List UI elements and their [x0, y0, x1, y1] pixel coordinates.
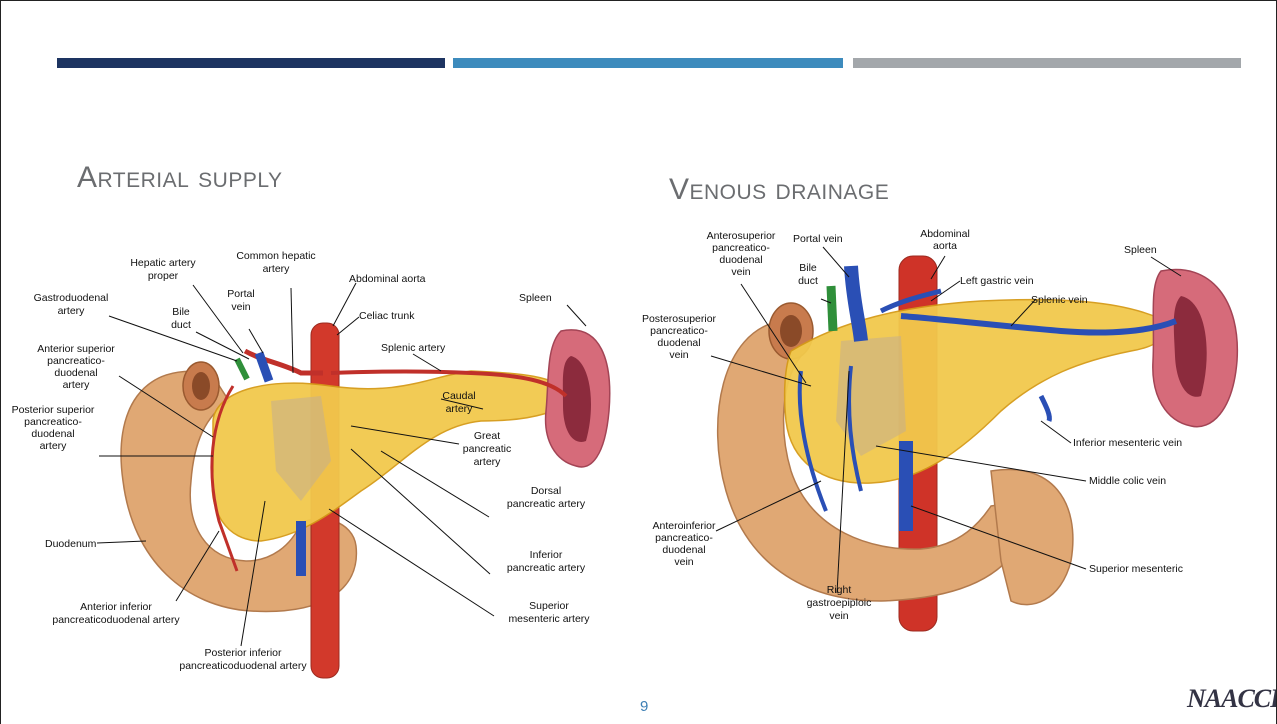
label-inferior-mesenteric-vein: Inferior mesenteric vein — [1073, 437, 1182, 449]
label-superior-mesenteric: Superior mesenteric — [1089, 563, 1183, 575]
label-abdominal-aorta: Abdominal aorta — [349, 273, 426, 285]
arterial-supply-title: Arterial supply — [77, 161, 282, 195]
label-splenic-artery: Splenic artery — [381, 342, 446, 354]
header-accent-bar-blue — [453, 58, 843, 68]
label-middle-colic-vein: Middle colic vein — [1089, 475, 1166, 487]
label-portal-vein: Portal vein — [793, 233, 843, 245]
label-celiac-trunk: Celiac trunk — [359, 310, 415, 322]
header-accent-bar-gray — [853, 58, 1241, 68]
header-accent-bar-navy — [57, 58, 445, 68]
label-duodenum: Duodenum — [45, 538, 97, 550]
label-splenic-vein: Splenic vein — [1031, 294, 1088, 306]
venous-drainage-title: Venous drainage — [669, 173, 889, 207]
label-spleen: Spleen — [519, 292, 552, 304]
pancreas-shape — [212, 371, 569, 541]
page-number: 9 — [640, 698, 648, 715]
label-left-gastric-vein: Left gastric vein — [960, 275, 1034, 287]
naaccr-logo: NAACCR — [1187, 684, 1277, 714]
label-spleen: Spleen — [1124, 244, 1157, 256]
